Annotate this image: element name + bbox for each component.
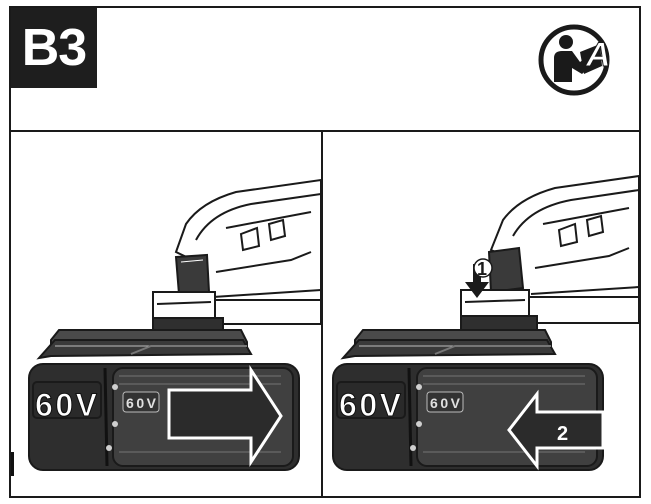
header-divider (9, 130, 641, 132)
step-badge: B3 (11, 8, 97, 88)
manual-icon-letter: A (585, 36, 611, 74)
battery-label-large-right: 60V (339, 387, 402, 423)
battery-label-large-left: 60V (35, 387, 98, 423)
panel-divider (321, 131, 323, 498)
figure-frame (9, 6, 641, 498)
tool-body-right (460, 174, 639, 333)
arrow-right (167, 364, 283, 468)
edge-mark (11, 452, 14, 476)
battery-label-small-right: 60V (430, 395, 461, 411)
arrow-down-press (465, 264, 489, 298)
arrow-left (507, 389, 605, 471)
callout-1: 1 (477, 259, 487, 279)
battery-pack-left: 60V 60V (28, 329, 300, 471)
right-panel-insert-battery: 1 60V 60V 2 (323, 132, 639, 496)
left-panel-remove-battery: 60V 60V (11, 132, 321, 496)
read-manual-icon: A (536, 22, 636, 122)
callout-2: 2 (557, 423, 568, 445)
tool-body-left (152, 178, 321, 335)
battery-label-small-left: 60V (126, 395, 157, 411)
